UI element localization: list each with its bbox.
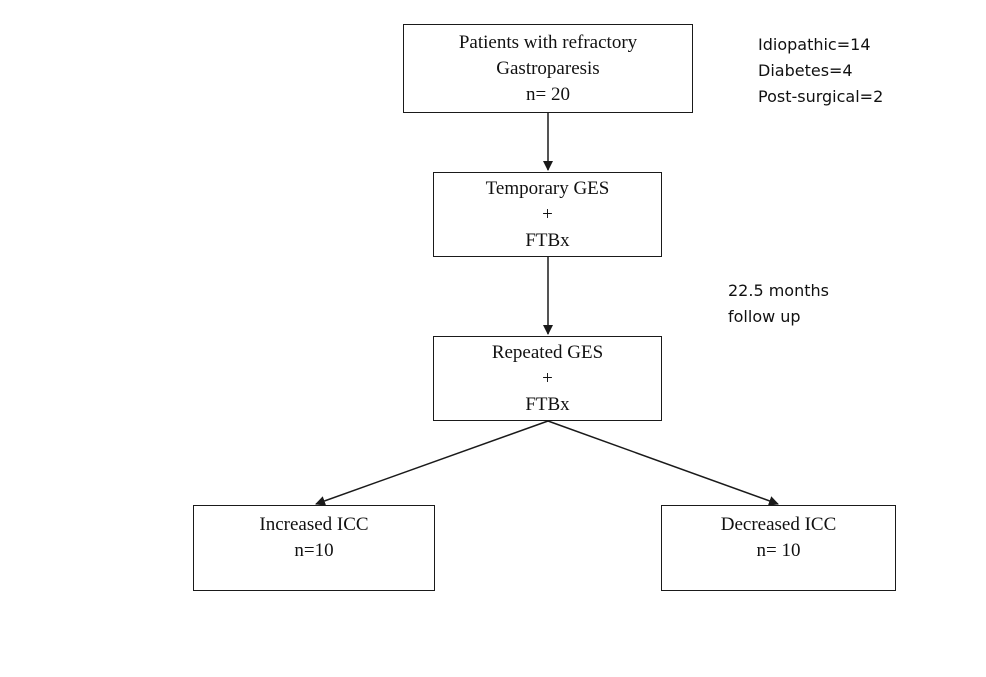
temporary-ges-box: Temporary GES + FTBx <box>433 172 662 257</box>
repeated-ges-line-3: FTBx <box>525 393 570 415</box>
etiology-annotation: Idiopathic=14 Diabetes=4 Post-surgical=2 <box>758 32 883 110</box>
arrow-repeated-to-decreased <box>547 420 779 506</box>
patients-box-line-3: n= 20 <box>526 83 570 105</box>
followup-line-1: 22.5 months <box>728 281 829 300</box>
temporary-ges-line-2: + <box>542 203 553 225</box>
increased-icc-line-2: n=10 <box>294 540 334 561</box>
repeated-ges-line-1: Repeated GES <box>491 341 604 363</box>
etiology-idiopathic: Idiopathic=14 <box>758 35 871 54</box>
arrow-repeated-to-increased <box>315 420 549 506</box>
patients-box-line-1: Patients with refractory <box>458 31 638 53</box>
etiology-post-surgical: Post-surgical=2 <box>758 87 884 106</box>
decreased-icc-line-2: n= 10 <box>756 540 801 561</box>
followup-annotation: 22.5 months follow up <box>728 278 829 330</box>
increased-icc-box: Increased ICC n=10 <box>193 505 435 591</box>
repeated-ges-box: Repeated GES + FTBx <box>433 336 662 421</box>
decreased-icc-line-1: Decreased ICC <box>720 514 837 535</box>
decreased-icc-box: Decreased ICC n= 10 <box>661 505 896 591</box>
etiology-diabetes: Diabetes=4 <box>758 61 853 80</box>
patients-box: Patients with refractory Gastroparesis n… <box>403 24 693 113</box>
increased-icc-line-1: Increased ICC <box>259 514 369 535</box>
temporary-ges-line-3: FTBx <box>525 229 570 251</box>
followup-line-2: follow up <box>728 307 801 326</box>
patients-box-line-2: Gastroparesis <box>496 57 600 79</box>
temporary-ges-line-1: Temporary GES <box>485 177 610 199</box>
repeated-ges-line-2: + <box>542 367 553 389</box>
